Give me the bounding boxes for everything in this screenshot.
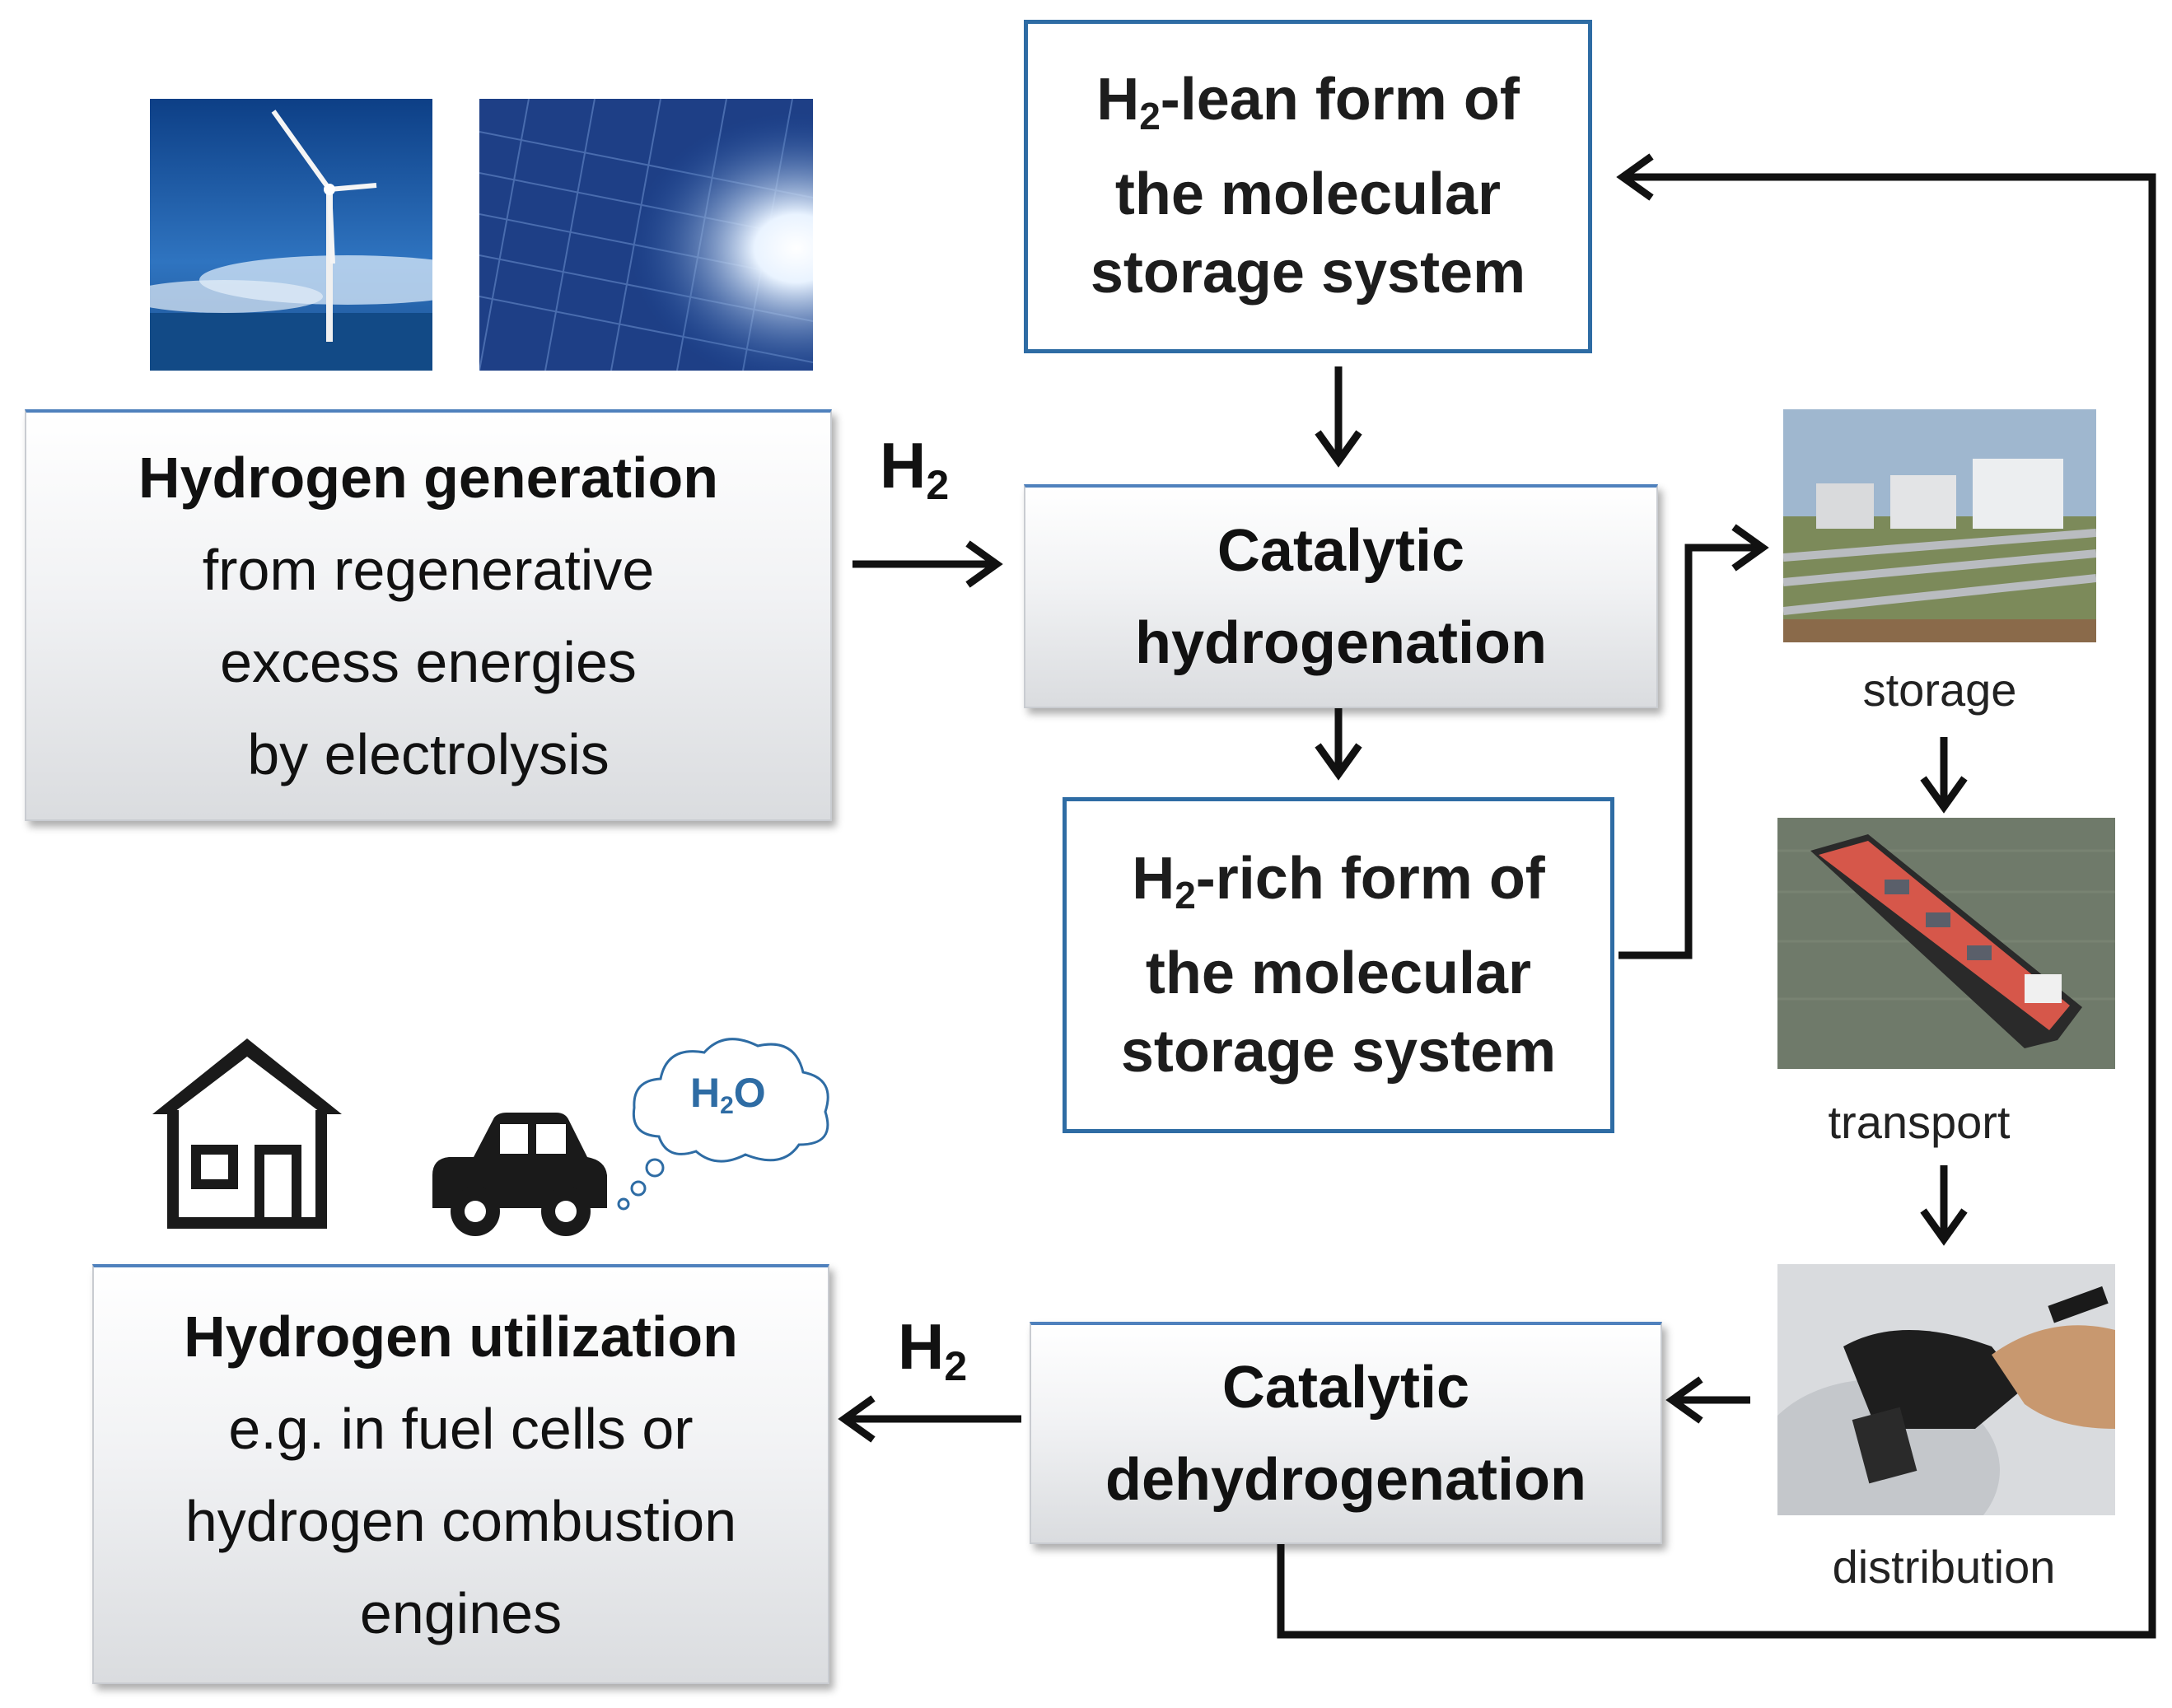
generation-line-2: excess energies — [220, 630, 637, 694]
catalytic-hydrogenation-box: Catalytic hydrogenation — [1024, 484, 1658, 708]
fuel-nozzle-photo — [1777, 1264, 2115, 1515]
rich-line-2: the molecular — [1145, 940, 1532, 1006]
rich-line-3: storage system — [1120, 1018, 1557, 1085]
utilization-title: Hydrogen utilization — [184, 1304, 738, 1369]
hydrogen-generation-box: Hydrogen generation from regenerative ex… — [25, 409, 832, 821]
wind-turbine-photo — [150, 99, 432, 371]
connector-rich-to-storage — [1618, 544, 1759, 959]
dehydrogenation-line-1: Catalytic — [1221, 1355, 1470, 1421]
utilization-line-1: e.g. in fuel cells or — [228, 1397, 694, 1461]
cloud-h2o-label: H2O — [690, 1070, 766, 1119]
lean-line-2: the molecular — [1114, 161, 1502, 227]
h2-rich-form-box: H2-rich form of the molecular storage sy… — [1063, 797, 1614, 1133]
lean-line-3: storage system — [1090, 240, 1526, 306]
storage-tanks-photo — [1783, 409, 2096, 642]
h2-label-bottom: H2 — [898, 1310, 968, 1389]
catalytic-dehydrogenation-box: Catalytic dehydrogenation — [1030, 1322, 1662, 1544]
rich-line-1: H2-rich form of — [1132, 845, 1545, 917]
hydrogenation-line-1: Catalytic — [1217, 518, 1465, 584]
lean-line-1: H2-lean form of — [1096, 67, 1520, 138]
dehydrogenation-line-2: dehydrogenation — [1105, 1447, 1586, 1513]
caption-storage: storage — [1862, 664, 2017, 716]
generation-line-3: by electrolysis — [247, 722, 610, 786]
utilization-line-3: engines — [359, 1581, 563, 1645]
tanker-ship-photo — [1777, 818, 2115, 1069]
solar-panel-photo — [479, 99, 813, 371]
hydrogenation-line-2: hydrogenation — [1135, 610, 1547, 676]
caption-transport: transport — [1828, 1096, 2011, 1148]
generation-title: Hydrogen generation — [138, 446, 718, 510]
h2-lean-form-box: H2-lean form of the molecular storage sy… — [1024, 20, 1592, 353]
hydrogen-utilization-box: Hydrogen utilization e.g. in fuel cells … — [92, 1264, 829, 1684]
h2-label-top: H2 — [880, 429, 950, 508]
generation-line-1: from regenerative — [202, 538, 655, 602]
house-icon — [148, 1032, 346, 1230]
cloud-icon: H2O — [610, 1029, 848, 1219]
caption-distribution: distribution — [1832, 1541, 2056, 1593]
car-icon — [424, 1109, 610, 1241]
utilization-line-2: hydrogen combustion — [185, 1489, 737, 1553]
connector-loop-to-lean — [1277, 173, 2156, 1639]
